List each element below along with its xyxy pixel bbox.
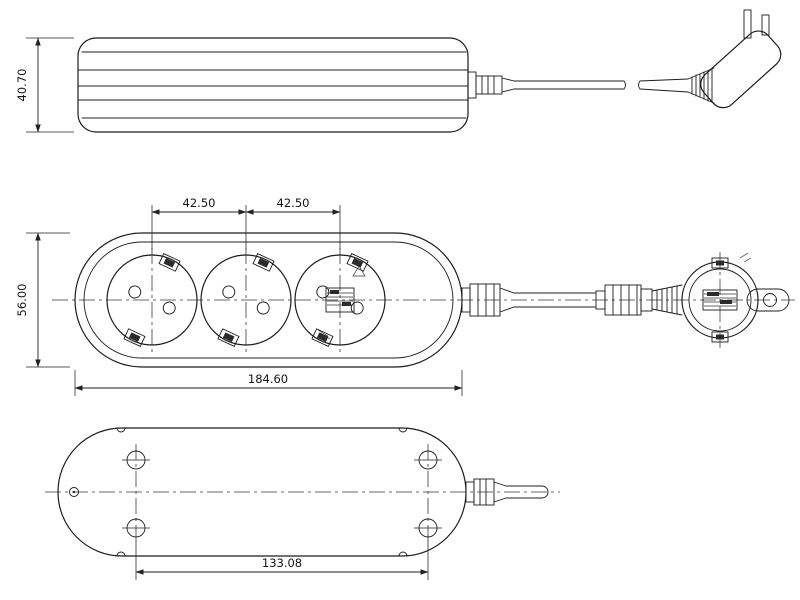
dimension-hole-spacing-label: 133.08 [262,556,302,570]
plug-body [700,30,782,109]
plug-top-view [681,252,790,348]
plug-mark [743,257,752,263]
plug-label-plate [702,289,738,311]
pin-hole [350,301,364,315]
pin-hole [316,285,330,299]
rating-label [317,265,366,340]
earth-clip [711,257,729,269]
pin-hole [256,301,270,315]
boot-taper [493,497,507,503]
cable-end-cap [541,485,549,499]
plan-view: 42.50 42.50 56.00 184.60 [15,196,795,396]
earth-clip [346,253,369,272]
dim-width: 56.00 [15,232,70,368]
cable-boot [473,478,495,506]
earth-clip [158,253,181,272]
plug-mark [739,252,749,259]
socket-recess [106,254,198,346]
plan-body-inner [83,241,454,359]
socket-2 [200,248,292,352]
label-mark [342,302,351,306]
earth-clip-slot [222,332,235,342]
earth-clip-slot [257,258,270,268]
bottom-cable [465,478,549,506]
side-strain-relief [467,71,515,99]
label-mark [321,333,331,340]
bottom-view: 133.08 [45,427,560,580]
label-mark [720,300,732,304]
earth-clip [123,328,146,347]
boot-taper [501,77,515,82]
grip-step [640,288,653,312]
label-plate [325,287,355,313]
dim-height: 40.70 [15,37,74,133]
lug-screw [763,293,777,307]
earth-clip-slot [716,260,724,266]
pin-hole [162,301,176,315]
plug-pin [761,14,770,36]
warning-triangle-icon [352,265,366,277]
earth-clip-slot [163,258,176,268]
dimension-height-label: 40.70 [15,69,29,102]
plug-face-inner [688,268,752,332]
side-cable [513,78,689,93]
earth-clip-slot [351,258,364,268]
outline-notch [398,427,408,433]
earth-clip-slot [716,334,724,340]
earth-clip [311,328,334,347]
socket-recess [294,254,386,346]
cable-line [639,88,689,93]
plan-cable [461,283,683,317]
earth-clip-slot [316,332,329,342]
side-view: 40.70 [15,9,782,133]
screw-holes [122,444,442,546]
outline-notch [116,551,126,557]
plug-pin [743,9,752,39]
earth-clip [252,253,275,272]
dim-length: 184.60 [74,370,463,396]
pilot-hole-center [72,490,76,494]
boot-taper [501,88,515,93]
outline-notch [116,427,126,433]
earth-clip [217,328,240,347]
pin-hole [128,285,142,299]
dimension-width-label: 56.00 [15,284,29,317]
earth-clip [711,331,729,343]
boot-taper [493,481,507,487]
plug-side-lug [746,288,790,312]
boot-taper [499,306,515,313]
cable-boot [475,75,503,95]
boot-taper [499,287,515,294]
dimension-pitch-right-label: 42.50 [277,196,310,210]
socket-3 [294,248,386,352]
pin-hole [222,285,236,299]
socket-1 [106,248,198,352]
cable-break [638,80,641,90]
outline-notch [398,551,408,557]
dimension-pitch-left-label: 42.50 [183,196,216,210]
cable-boot [469,283,501,317]
socket-recess [200,254,292,346]
cable-collar [467,71,477,99]
label-mark [317,329,329,337]
cable-line [639,78,689,82]
label-mark [707,292,719,296]
side-plug [700,9,782,109]
earth-clip-slot [128,332,141,342]
pilot-hole [69,487,79,497]
dimension-length-label: 184.60 [248,372,288,386]
label-mark [330,290,339,294]
dim-hole-spacing: 133.08 [135,540,429,580]
dim-pitch: 42.50 42.50 [151,196,341,250]
cable-break [623,80,626,90]
